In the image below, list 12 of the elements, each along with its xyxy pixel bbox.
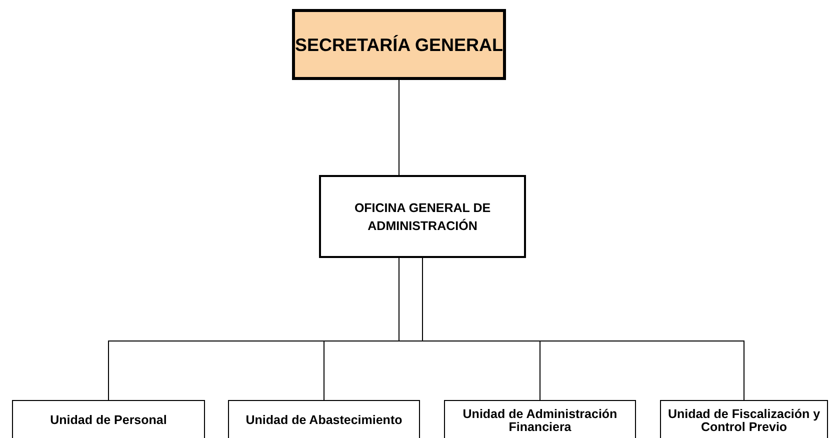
box-label: OFICINA GENERAL DE ADMINISTRACIÓN bbox=[353, 200, 492, 234]
unit-box bbox=[12, 400, 205, 438]
box-label: Unidad de Administración Financiera bbox=[462, 408, 618, 434]
office-box bbox=[319, 175, 526, 258]
box-label: Unidad de Personal bbox=[50, 414, 167, 428]
box-label: SECRETARÍA GENERAL bbox=[295, 34, 503, 56]
unit-box bbox=[228, 400, 420, 438]
unit-box bbox=[444, 400, 636, 438]
unit-box bbox=[660, 400, 828, 438]
title-box bbox=[292, 9, 506, 80]
box-label: Unidad de Fiscalización y Control Previo bbox=[666, 408, 822, 434]
box-label: Unidad de Abastecimiento bbox=[246, 414, 402, 428]
